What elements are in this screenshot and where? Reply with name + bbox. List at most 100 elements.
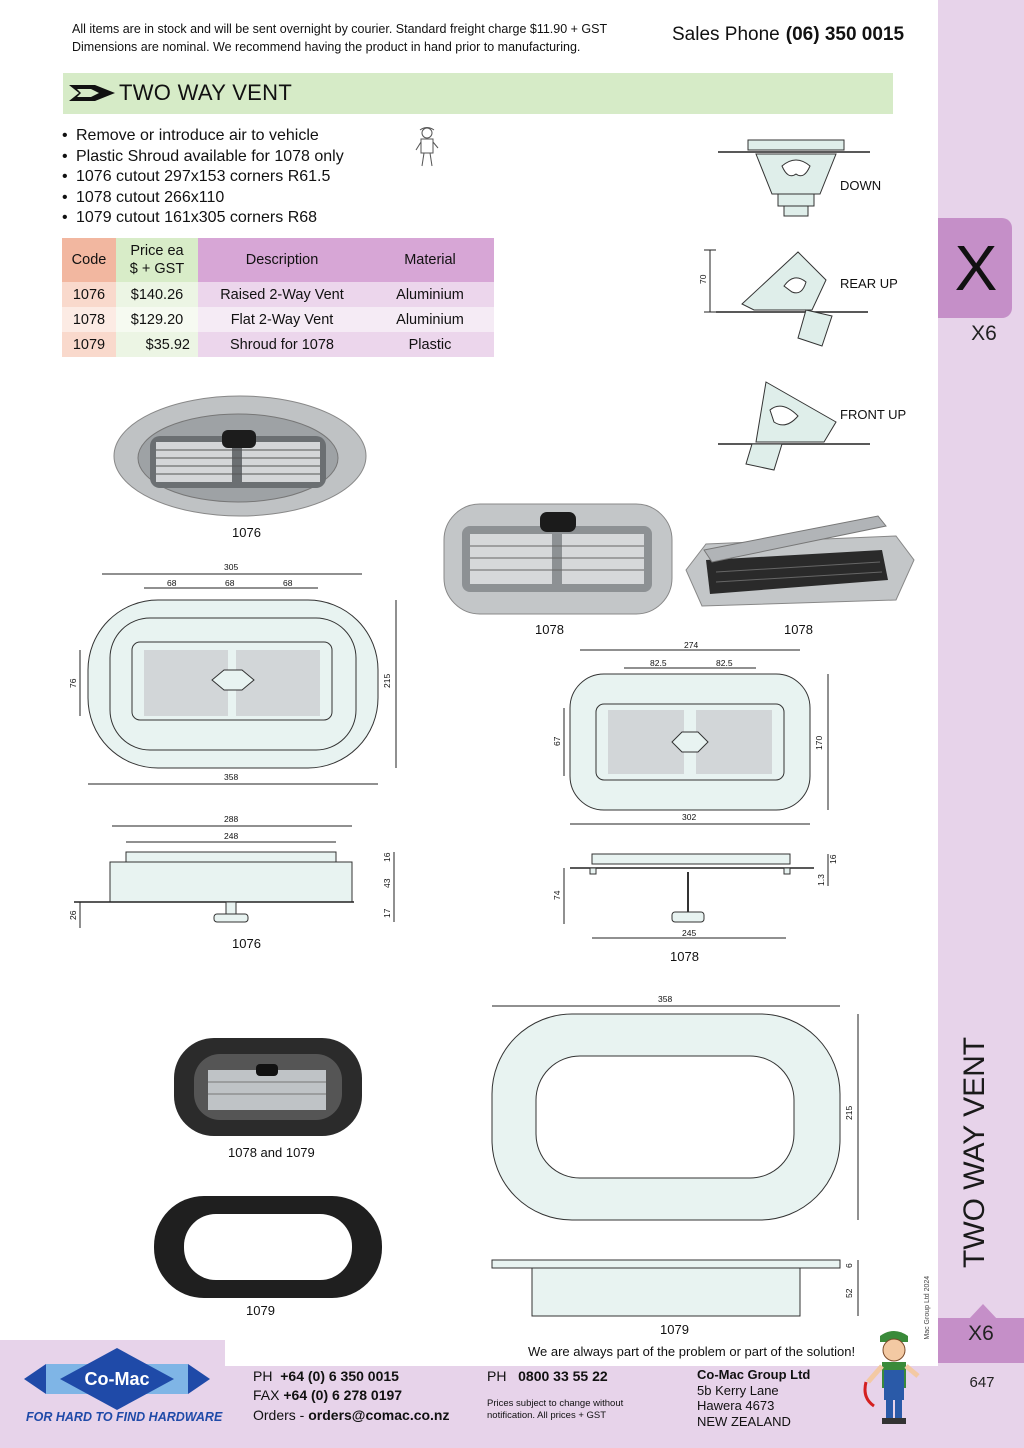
drawing-1078-side: 16 1.3 74 245 [552,853,838,939]
svg-text:170: 170 [814,736,824,750]
price-table: Code Price ea$ + GST Description Materia… [62,238,494,357]
freephone-line[interactable]: PH 0800 33 55 22 [487,1368,608,1384]
notice-line-1: All items are in stock and will be sent … [72,22,608,36]
svg-text:248: 248 [224,831,238,841]
svg-text:358: 358 [224,772,238,782]
drawing-1078-front: 274 82.5 82.5 67 170 302 [552,640,829,825]
svg-text:288: 288 [224,814,238,824]
cell-code: 1079 [62,332,116,357]
cell-price: $129.20 [116,307,198,332]
stock-notice: All items are in stock and will be sent … [72,20,652,56]
svg-text:16: 16 [382,852,392,862]
svg-text:16: 16 [828,854,838,864]
orientation-front-up-label: FRONT UP [840,407,907,422]
fax-number: +64 (0) 6 278 0197 [283,1387,403,1403]
cell-description: Raised 2-Way Vent [198,282,366,307]
section-code-bottom: X6 [968,1322,994,1345]
svg-text:1.3: 1.3 [816,874,826,886]
table-row: 1076 $140.26 Raised 2-Way Vent Aluminium [62,282,494,307]
orientation-down-label: DOWN [840,178,882,193]
feature-list: Remove or introduce air to vehicle Plast… [62,126,422,229]
header-price: Price ea$ + GST [116,238,198,282]
header-material: Material [366,238,494,282]
sales-phone-number[interactable]: (06) 350 0015 [785,24,905,45]
svg-text:52: 52 [844,1288,854,1298]
page-title: TWO WAY VENT [119,80,293,105]
phone-number[interactable]: +64 (0) 6 350 0015 [280,1368,399,1384]
svg-text:6: 6 [844,1263,854,1268]
svg-text:43: 43 [382,878,392,888]
cell-code: 1076 [62,282,116,307]
photo-1078-label-a: 1078 [535,622,564,637]
svg-text:74: 74 [552,890,562,900]
orientation-rear-up-diagram: 70 [698,249,868,347]
cell-price: $140.26 [116,282,198,307]
svg-text:70: 70 [698,274,708,284]
sales-phone-label: Sales Phone [672,24,780,45]
orientation-down-diagram [718,139,870,217]
vent-1078-with-shroud-photo [174,1038,362,1136]
address-line: Hawera 4673 [697,1398,775,1413]
address-line: NEW ZEALAND [697,1413,791,1429]
fax-line: FAX +64 (0) 6 278 0197 [253,1387,403,1403]
cell-code: 1078 [62,307,116,332]
drawing-1076-side: 288 248 16 43 17 26 [68,814,395,928]
svg-text:82.5: 82.5 [716,658,733,668]
feature-item: 1076 cutout 297x153 corners R61.5 [62,167,422,188]
svg-text:245: 245 [682,928,696,938]
svg-text:68: 68 [283,578,293,588]
svg-text:76: 76 [68,678,78,688]
drawing-1076-label: 1076 [232,936,261,951]
orientation-rear-up-label: REAR UP [840,276,898,291]
svg-text:Co-Mac: Co-Mac [84,1369,149,1389]
table-header-row: Code Price ea$ + GST Description Materia… [62,238,494,282]
sales-phone[interactable]: Sales Phone(06) 350 0015 [672,24,904,46]
logo-tagline: FOR HARD TO FIND HARDWARE [26,1410,223,1424]
comac-logo[interactable]: Co-Mac [24,1346,210,1412]
svg-text:215: 215 [844,1106,854,1120]
cell-price: $35.92 [116,332,198,357]
freephone-number[interactable]: 0800 33 55 22 [518,1368,608,1384]
tab-notch [968,1304,998,1320]
orders-line[interactable]: Orders - orders@comac.co.nz [253,1407,450,1423]
table-row: 1078 $129.20 Flat 2-Way Vent Aluminium [62,307,494,332]
drawing-1078-label: 1078 [670,949,699,964]
svg-text:26: 26 [68,910,78,920]
svg-text:67: 67 [552,736,562,746]
svg-text:68: 68 [225,578,235,588]
section-code-top: X6 [971,322,997,345]
drawing-1076-front: 305 68 68 68 76 215 358 [68,562,397,785]
drawing-1079: 358 215 6 52 [491,994,859,1317]
header-code: Code [62,238,116,282]
section-letter: X [954,232,998,304]
orders-email-link[interactable]: orders@comac.co.nz [308,1407,450,1423]
svg-text:305: 305 [224,562,238,572]
photo-1076-label: 1076 [232,525,261,540]
phone-line[interactable]: PH +64 (0) 6 350 0015 [253,1368,399,1384]
cell-material: Plastic [366,332,494,357]
table-row: 1079 $35.92 Shroud for 1078 Plastic [62,332,494,357]
svg-text:215: 215 [382,674,392,688]
company-address: Co-Mac Group Ltd 5b Kerry Lane Hawera 46… [697,1367,810,1429]
feature-item: Remove or introduce air to vehicle [62,126,422,147]
drawing-1079-label: 1079 [660,1322,689,1337]
feature-item: Plastic Shroud available for 1078 only [62,147,422,168]
footer-cut [225,1340,938,1366]
arrow-icon [69,85,115,101]
svg-text:17: 17 [382,908,392,918]
section-tab[interactable] [938,218,1012,318]
footer-diagonal [225,1340,245,1366]
svg-text:68: 68 [167,578,177,588]
mascot-icon [863,1331,920,1424]
svg-text:358: 358 [658,994,672,1004]
photo-1078-label-b: 1078 [784,622,813,637]
svg-text:302: 302 [682,812,696,822]
mascot-sketch-icon [415,127,439,167]
company-name: Co-Mac Group Ltd [697,1367,811,1382]
title-bar [63,73,893,114]
address-line: 5b Kerry Lane [697,1382,779,1398]
section-code-tab [938,1318,1024,1363]
cell-description: Flat 2-Way Vent [198,307,366,332]
cell-material: Aluminium [366,307,494,332]
vent-1078-open-photo [685,515,915,607]
